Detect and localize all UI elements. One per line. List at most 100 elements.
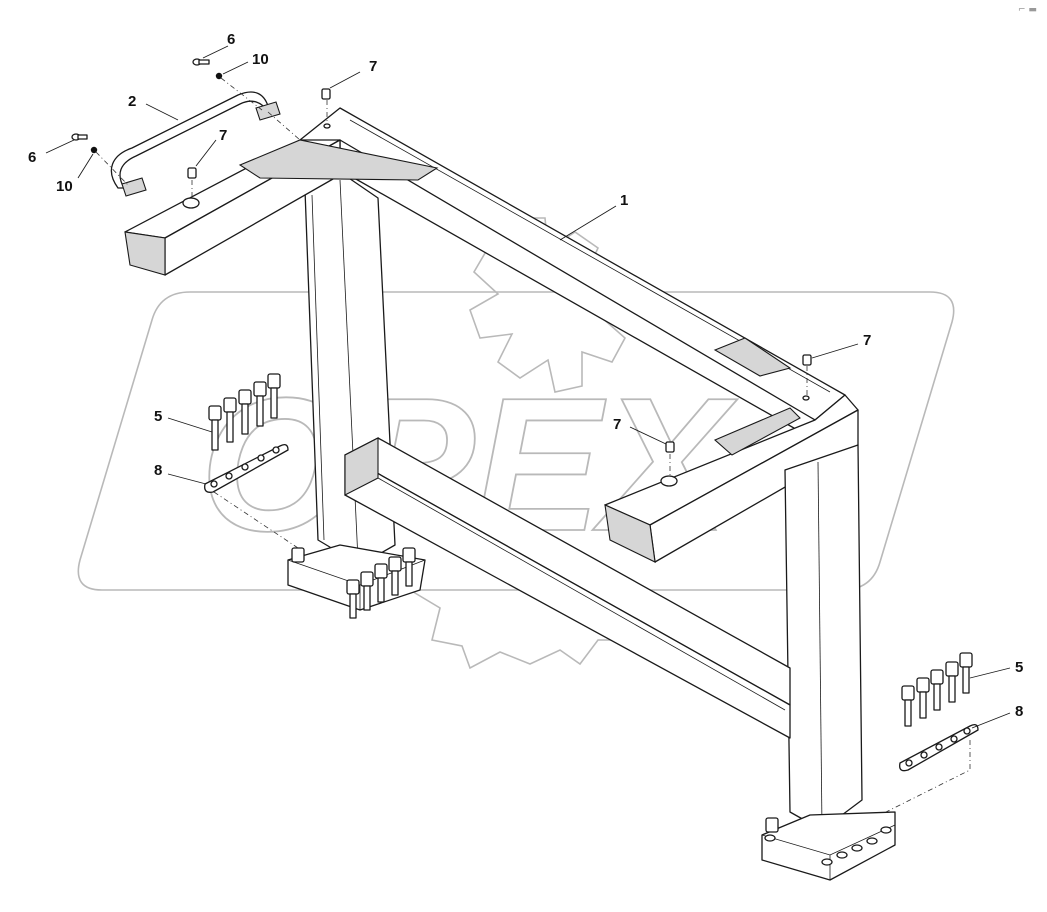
top-arm-left-pad	[238, 139, 439, 181]
bolt-shank	[948, 675, 956, 703]
bolt-head	[901, 685, 915, 701]
loose-bolt	[267, 373, 281, 419]
handle-foot-right	[255, 101, 281, 121]
leader-line	[971, 712, 1011, 729]
assembly-line	[885, 740, 971, 813]
callout-bolts-right: 5	[1015, 659, 1023, 676]
leader-line	[629, 426, 667, 445]
washer-10-top	[215, 72, 223, 80]
callout-screw-top-center: 7	[369, 58, 377, 75]
right-foot-hole	[821, 858, 833, 866]
leader-line	[167, 473, 207, 485]
callout-screw-left: 6	[28, 149, 36, 166]
screw-shank	[77, 134, 88, 140]
set-screw-seat	[660, 475, 678, 487]
bolt-head	[267, 373, 281, 389]
leader-line	[145, 103, 179, 121]
plate-8-right	[899, 724, 979, 772]
right-column	[784, 444, 863, 831]
assembly-lines	[95, 77, 971, 813]
loose-bolt	[959, 652, 973, 694]
leader-line	[202, 45, 229, 59]
bolt-shank	[241, 403, 249, 435]
left-foot-bolts-installed	[291, 547, 416, 619]
bolt-shank	[904, 699, 912, 727]
installed-bolt-shank	[363, 585, 371, 611]
leader-lines	[45, 45, 1011, 729]
plate-hole	[920, 751, 928, 759]
loose-bolt	[208, 405, 222, 451]
installed-bolt-head	[374, 563, 388, 579]
bolt-shank	[256, 395, 264, 427]
bolt-head	[959, 652, 973, 668]
leader-line	[222, 61, 249, 75]
loose-bolt	[916, 677, 930, 719]
loose-bolt	[253, 381, 267, 427]
washer-10-left	[90, 146, 98, 154]
installed-bolt	[291, 547, 305, 563]
set-screw-hole	[323, 123, 331, 129]
bolt-shank	[919, 691, 927, 719]
bolt-head	[238, 389, 252, 405]
right-foot-hole	[851, 844, 863, 852]
small-fasteners	[71, 58, 979, 772]
bolt-head	[223, 397, 237, 413]
bolt-head	[945, 661, 959, 677]
set-screw-body	[321, 88, 331, 100]
installed-bolt	[402, 547, 416, 587]
plate-hole	[210, 480, 218, 488]
bolt-shank	[270, 387, 278, 419]
callout-screw-right-top: 7	[863, 332, 871, 349]
installed-bolt-shank	[405, 561, 413, 587]
bolt-shank	[226, 411, 234, 443]
assembly-line	[95, 151, 129, 186]
leader-line	[329, 71, 361, 89]
plate-hole	[272, 446, 280, 454]
loose-bolt	[930, 669, 944, 711]
set-screw-hole	[802, 395, 810, 401]
plate-hole	[241, 463, 249, 471]
installed-bolt-shank	[391, 570, 399, 596]
set-screw-body	[802, 354, 812, 366]
installed-bolt-shank	[349, 593, 357, 619]
bolt-shank	[211, 419, 219, 451]
right-foot-holes	[764, 826, 892, 866]
installed-bolt-head	[388, 556, 402, 572]
stand-frame	[124, 107, 896, 881]
leader-line	[45, 139, 75, 154]
leader-line	[77, 153, 94, 179]
installed-bolt-head	[346, 579, 360, 595]
plate-hole	[935, 743, 943, 751]
bolt-head	[916, 677, 930, 693]
callout-handle: 2	[128, 93, 136, 110]
left-column-groove	[311, 194, 325, 541]
right-foot-hole	[880, 826, 892, 834]
set-screw-7-right-mid	[660, 441, 678, 487]
loose-bolt	[223, 397, 237, 443]
assembly-line	[220, 77, 263, 111]
callout-labels: 1 2 5 5 6 6 7 7 7 7 8 8 10 10	[28, 31, 1023, 720]
installed-bolt-shank	[377, 577, 385, 603]
assembly-line	[213, 491, 299, 549]
set-screw-7-top	[321, 88, 331, 129]
plate-8-left	[204, 444, 289, 493]
callout-bolts-left: 5	[154, 408, 162, 425]
leader-line	[195, 139, 217, 167]
installed-bolt	[374, 563, 388, 603]
handle-foot-left	[121, 177, 147, 197]
lower-stretcher-end	[344, 437, 379, 496]
leader-line	[559, 205, 617, 241]
right-foot-hole	[866, 837, 878, 845]
callout-washer-top: 10	[252, 51, 269, 68]
leader-line	[969, 667, 1011, 679]
callout-plate-right: 8	[1015, 703, 1023, 720]
installed-bolt-head	[360, 571, 374, 587]
top-arm-left-end	[124, 231, 166, 276]
callout-screw-right-mid: 7	[613, 416, 621, 433]
top-arm-right-pad-2	[713, 407, 801, 456]
leader-line	[167, 417, 213, 433]
bolt-head	[208, 405, 222, 421]
right-foot-hole	[764, 834, 776, 842]
loose-bolt	[238, 389, 252, 435]
set-screw-body	[187, 167, 197, 179]
